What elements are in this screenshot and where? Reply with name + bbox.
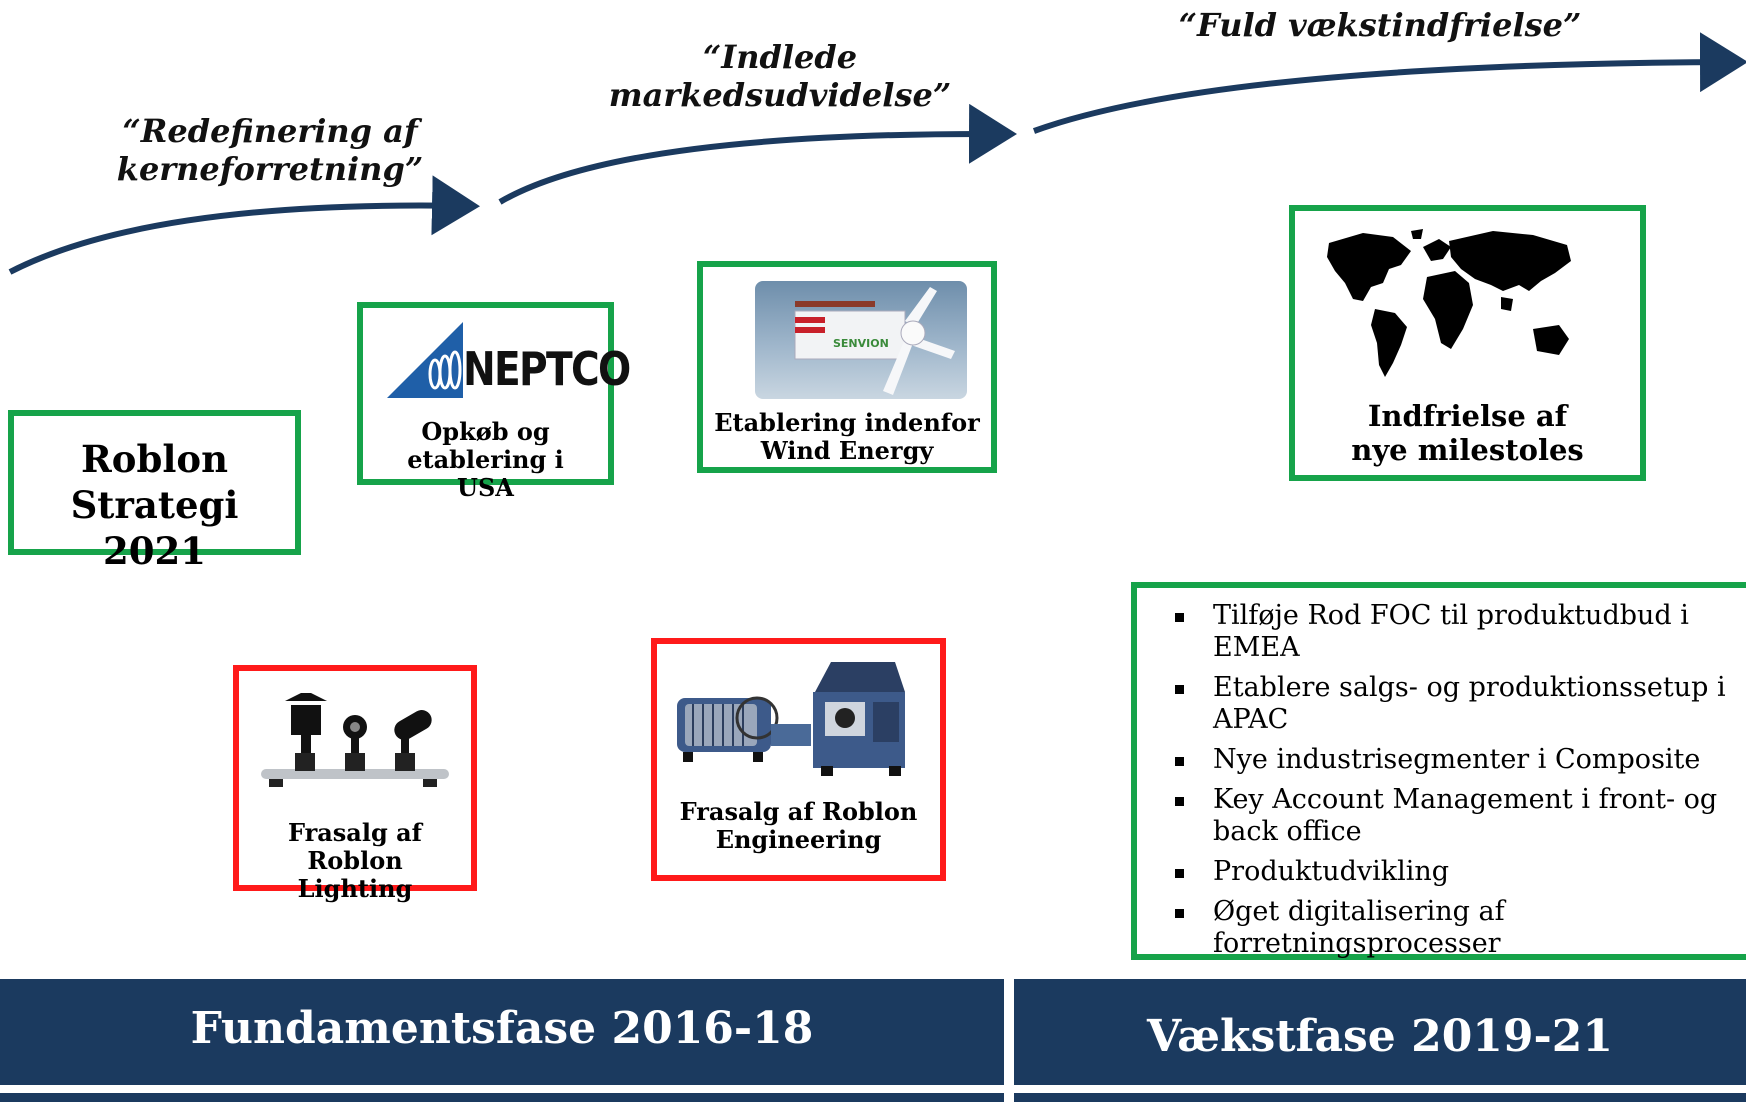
phase-bar-growth: Vækstfase 2019-21 [1014,979,1746,1085]
lighting-divestment-box: Frasalg af Roblon Lighting [233,665,477,903]
engineering-machine-image [677,662,905,776]
lighting-product-image [261,693,449,787]
neptco-logo-icon [387,322,463,398]
growth-initiatives-list: Tilføje Rod FOC til produktudbud i EMEA … [1171,600,1746,968]
engineering-caption: Frasalg af Roblon Engineering [679,797,918,854]
roblon-strategy-box: Roblon Strategi 2021 [8,410,301,573]
senvion-logo-text: SENVION [833,337,889,350]
bottom-rule-right [1014,1093,1746,1102]
milestones-caption: Indfrielse af nye milestoles [1351,399,1584,467]
neptco-box: NEPTCO Opkøb og etablering i USA [357,302,631,502]
quote-vaekstindfrielse: “Fuld vækstindfrielse” [1178,6,1582,44]
bottom-rule-left [0,1093,1004,1102]
engineering-divestment-box: Frasalg af Roblon Engineering [651,638,946,881]
timeline-arrows [8,32,1746,275]
roblon-strategy-title: Roblon Strategi 2021 [70,437,239,573]
list-item: Etablere salgs- og produktionssetup i AP… [1171,672,1746,736]
world-map-icon [1327,229,1571,377]
wind-energy-caption: Etablering indenfor Wind Energy [714,408,980,465]
list-item: Tilføje Rod FOC til produktudbud i EMEA [1171,600,1746,664]
list-item: Nye industrisegmenter i Composite [1171,744,1746,776]
quote-redefinering: “Redefinering af kerneforretning” [116,112,424,188]
phase-foundation-label: Fundamentsfase 2016-18 [190,1002,814,1054]
wind-energy-box: SENVION Etablering indenfor Wind Energy [697,261,997,473]
arrow-phase-1 [8,175,480,275]
phase-bar-foundation: Fundamentsfase 2016-18 [0,979,1004,1085]
lighting-caption: Frasalg af Roblon Lighting [287,818,422,903]
neptco-caption: Opkøb og etablering i USA [407,417,564,502]
list-item: Øget digitalisering af forretningsproces… [1171,896,1746,960]
list-item: Produktudvikling [1171,856,1746,888]
list-item: Key Account Management i front- og back … [1171,784,1746,848]
quote-markedsudvidelse: “Indlede markedsudvidelse” [608,38,952,114]
arrow-phase-3 [1032,32,1746,134]
arrow-phase-2 [498,103,1017,205]
wind-turbine-image: SENVION [755,281,967,399]
milestones-box: Indfrielse af nye milestoles [1289,205,1646,481]
growth-initiatives-box: Tilføje Rod FOC til produktudbud i EMEA … [1131,582,1746,960]
phase-growth-label: Vækstfase 2019-21 [1146,1010,1614,1062]
neptco-logo-text: NEPTCO [463,342,631,396]
